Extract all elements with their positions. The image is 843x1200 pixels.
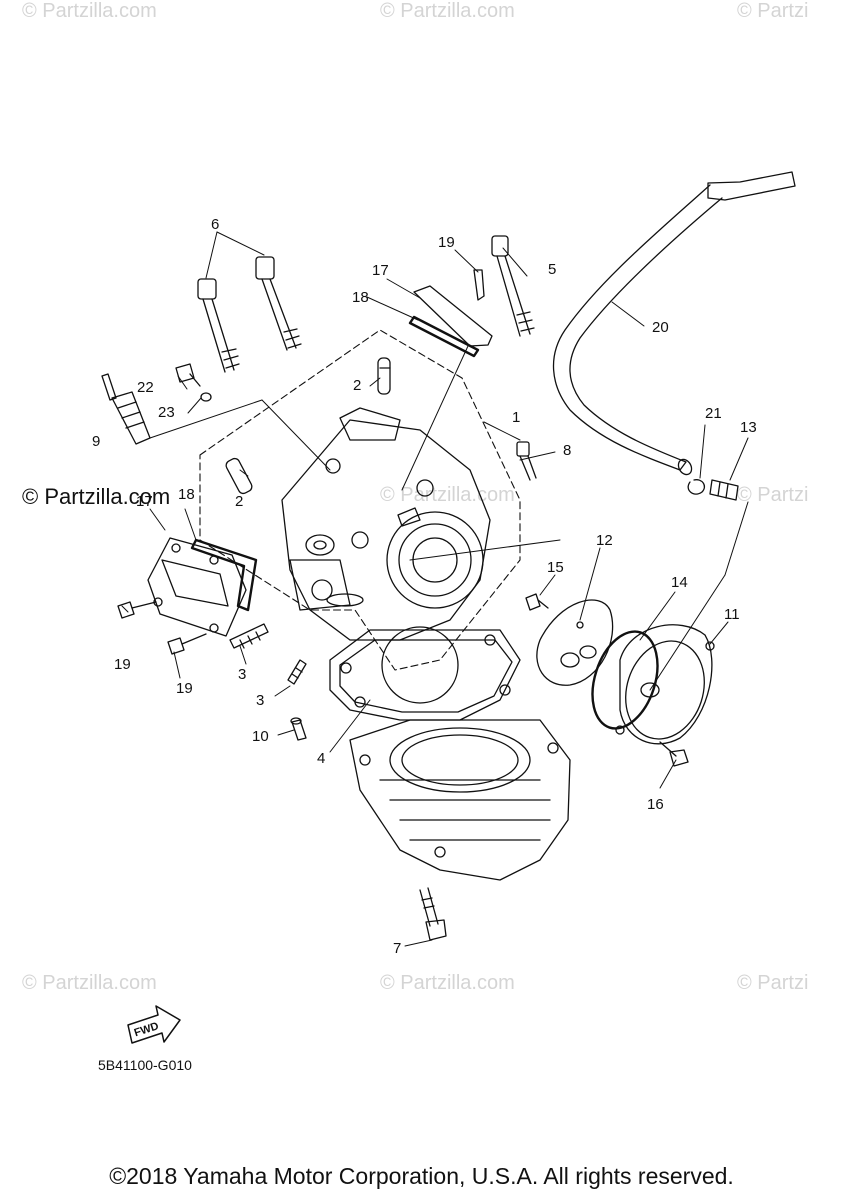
dowel-part-10: [290, 717, 307, 741]
cylinder-head-part-1: [281, 407, 491, 641]
fwd-label: FWD: [133, 1020, 161, 1039]
clamp-fitting-part-21-13: [687, 479, 739, 501]
callout-23: 23: [158, 404, 175, 421]
callout-17-top: 17: [372, 262, 389, 279]
callout-1: 1: [512, 409, 521, 426]
watermark-mid-left: © Partzilla.com: [22, 484, 171, 509]
callout-13: 13: [740, 419, 757, 436]
breather-hose-part-20: [552, 171, 796, 476]
callout-19-left-a: 19: [114, 656, 131, 673]
assembly-outline: [199, 329, 521, 671]
callout-4: 4: [317, 750, 326, 767]
callout-22: 22: [137, 379, 154, 396]
callout-6: 6: [211, 216, 220, 233]
cover-bolts-part-19: [117, 601, 207, 655]
callout-8: 8: [563, 442, 572, 459]
callout-7: 7: [393, 940, 402, 957]
watermark-bottom-center: © Partzilla.com: [380, 972, 515, 994]
callout-2-top: 2: [353, 377, 362, 394]
fwd-arrow-icon: FWD: [127, 1005, 181, 1044]
watermark-mid-center: © Partzilla.com: [380, 484, 515, 506]
callout-17-left: 17: [136, 493, 153, 510]
bolt-part-8: [516, 441, 537, 481]
callout-18-left: 18: [178, 486, 195, 503]
top-plate-part-17-18: [408, 269, 493, 358]
cylinder-block: [349, 719, 571, 881]
callout-21: 21: [705, 405, 722, 422]
head-gasket-part-4: [329, 626, 521, 721]
o-ring-part-14: [591, 630, 659, 730]
callout-10: 10: [252, 728, 269, 745]
long-bolts-part-6-5: [197, 235, 535, 373]
plate-part-12: [536, 599, 614, 686]
bolt-part-7: [419, 887, 447, 941]
callout-16: 16: [647, 796, 664, 813]
callout-18-top: 18: [352, 289, 369, 306]
diagram-code: 5B41100-G010: [98, 1057, 192, 1073]
leader-lines: [121, 231, 749, 947]
callout-12: 12: [596, 532, 613, 549]
valve-cover-part-17-18-left: [147, 537, 258, 637]
callout-9: 9: [92, 433, 101, 450]
callout-19-top: 19: [438, 234, 455, 251]
watermark-top-left: © Partzilla.com: [22, 0, 157, 22]
cover-part-11: [615, 624, 715, 745]
callout-3-lower: 3: [256, 692, 265, 709]
callout-3-upper: 3: [238, 666, 247, 683]
callout-20: 20: [652, 319, 669, 336]
dowel-pins-part-2: [225, 357, 391, 495]
bolt-washer-part-22-23: [175, 363, 212, 402]
callout-11: 11: [724, 606, 740, 623]
callout-14: 14: [671, 574, 688, 591]
bolt-part-16: [659, 741, 689, 767]
studs-part-3: [229, 623, 307, 685]
copyright-notice: ©2018 Yamaha Motor Corporation, U.S.A. A…: [109, 1163, 734, 1189]
callout-5: 5: [548, 261, 557, 278]
callout-2-left: 2: [235, 493, 244, 510]
watermark-top-right: © Partzi: [737, 0, 809, 22]
watermark-top-center: © Partzilla.com: [380, 0, 515, 22]
callout-15: 15: [547, 559, 564, 576]
watermark-bottom-left: © Partzilla.com: [22, 972, 157, 994]
callout-19-left-b: 19: [176, 680, 193, 697]
watermark-mid-right: © Partzi: [737, 484, 809, 506]
watermark-bottom-right: © Partzi: [737, 972, 809, 994]
bolt-part-15: [525, 593, 549, 611]
